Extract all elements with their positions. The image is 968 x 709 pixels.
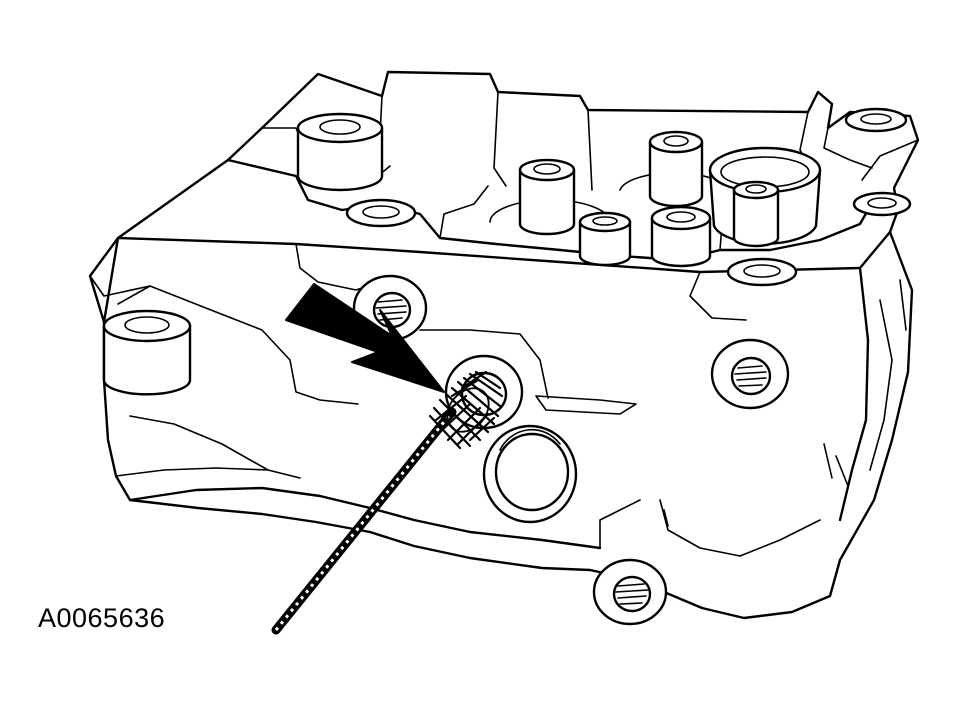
core-plug (482, 424, 578, 524)
figure-id: A0065636 (38, 603, 166, 633)
valve-guides (489, 130, 730, 268)
bolt-bosses (102, 107, 912, 396)
indicator-arrow (285, 283, 445, 393)
cleaning-brush (271, 370, 504, 635)
cylinder-head-body (88, 70, 920, 620)
spark-plug-well (708, 146, 822, 248)
